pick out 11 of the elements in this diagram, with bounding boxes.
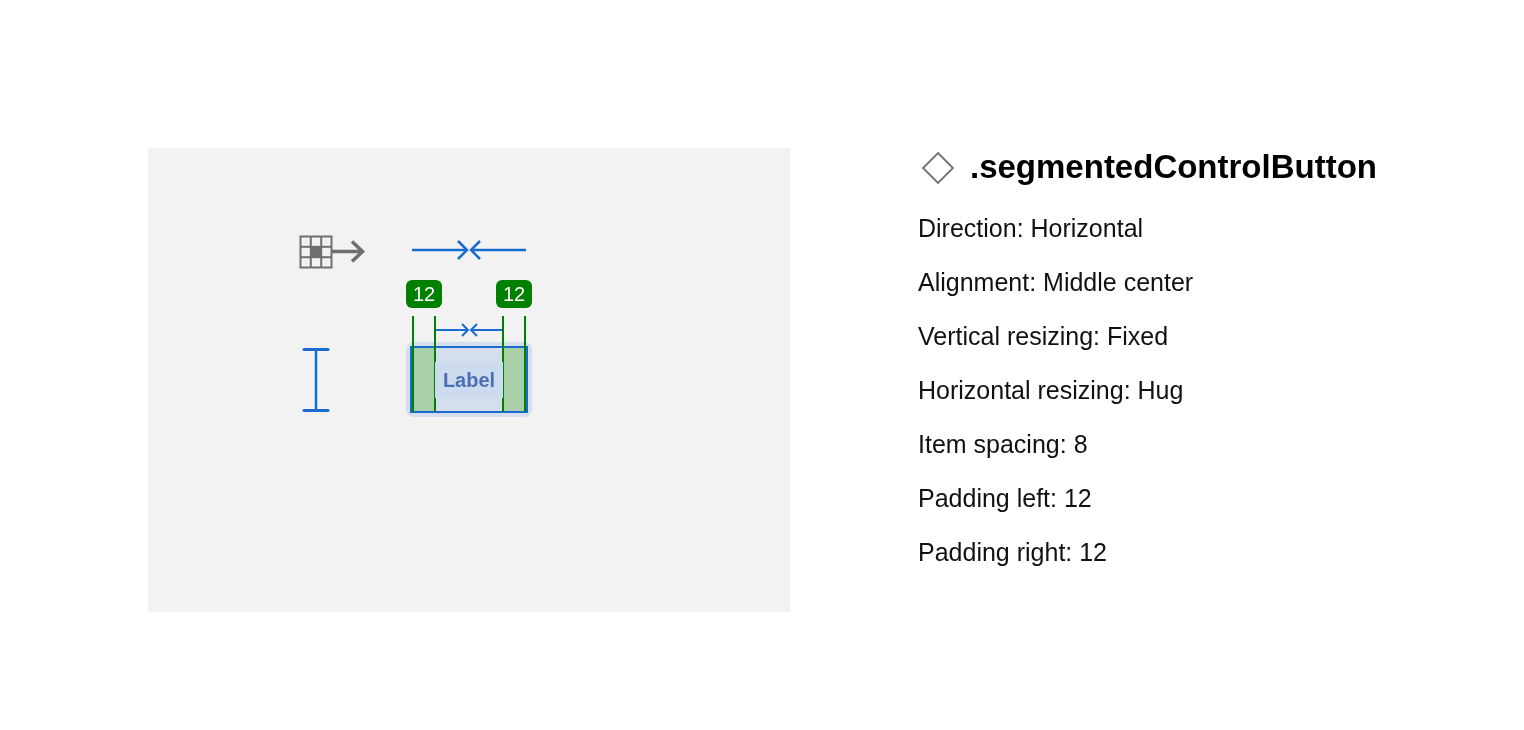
property-text: Alignment: Middle center bbox=[918, 268, 1194, 296]
property-text: Horizontal resizing: Hug bbox=[918, 376, 1184, 404]
padding-value-badge: 12 bbox=[406, 280, 442, 308]
property-text: Vertical resizing: Fixed bbox=[918, 322, 1169, 350]
button-label: Label bbox=[435, 362, 503, 398]
property-text: Item spacing: 8 bbox=[918, 430, 1088, 458]
property-text: Direction: Horizontal bbox=[918, 214, 1144, 242]
padding-value-badge: 12 bbox=[496, 280, 532, 308]
component-title: .segmentedControlButton bbox=[970, 148, 1377, 186]
property-text: Padding right: 12 bbox=[918, 538, 1108, 566]
property-text: Padding left: 12 bbox=[918, 484, 1092, 512]
